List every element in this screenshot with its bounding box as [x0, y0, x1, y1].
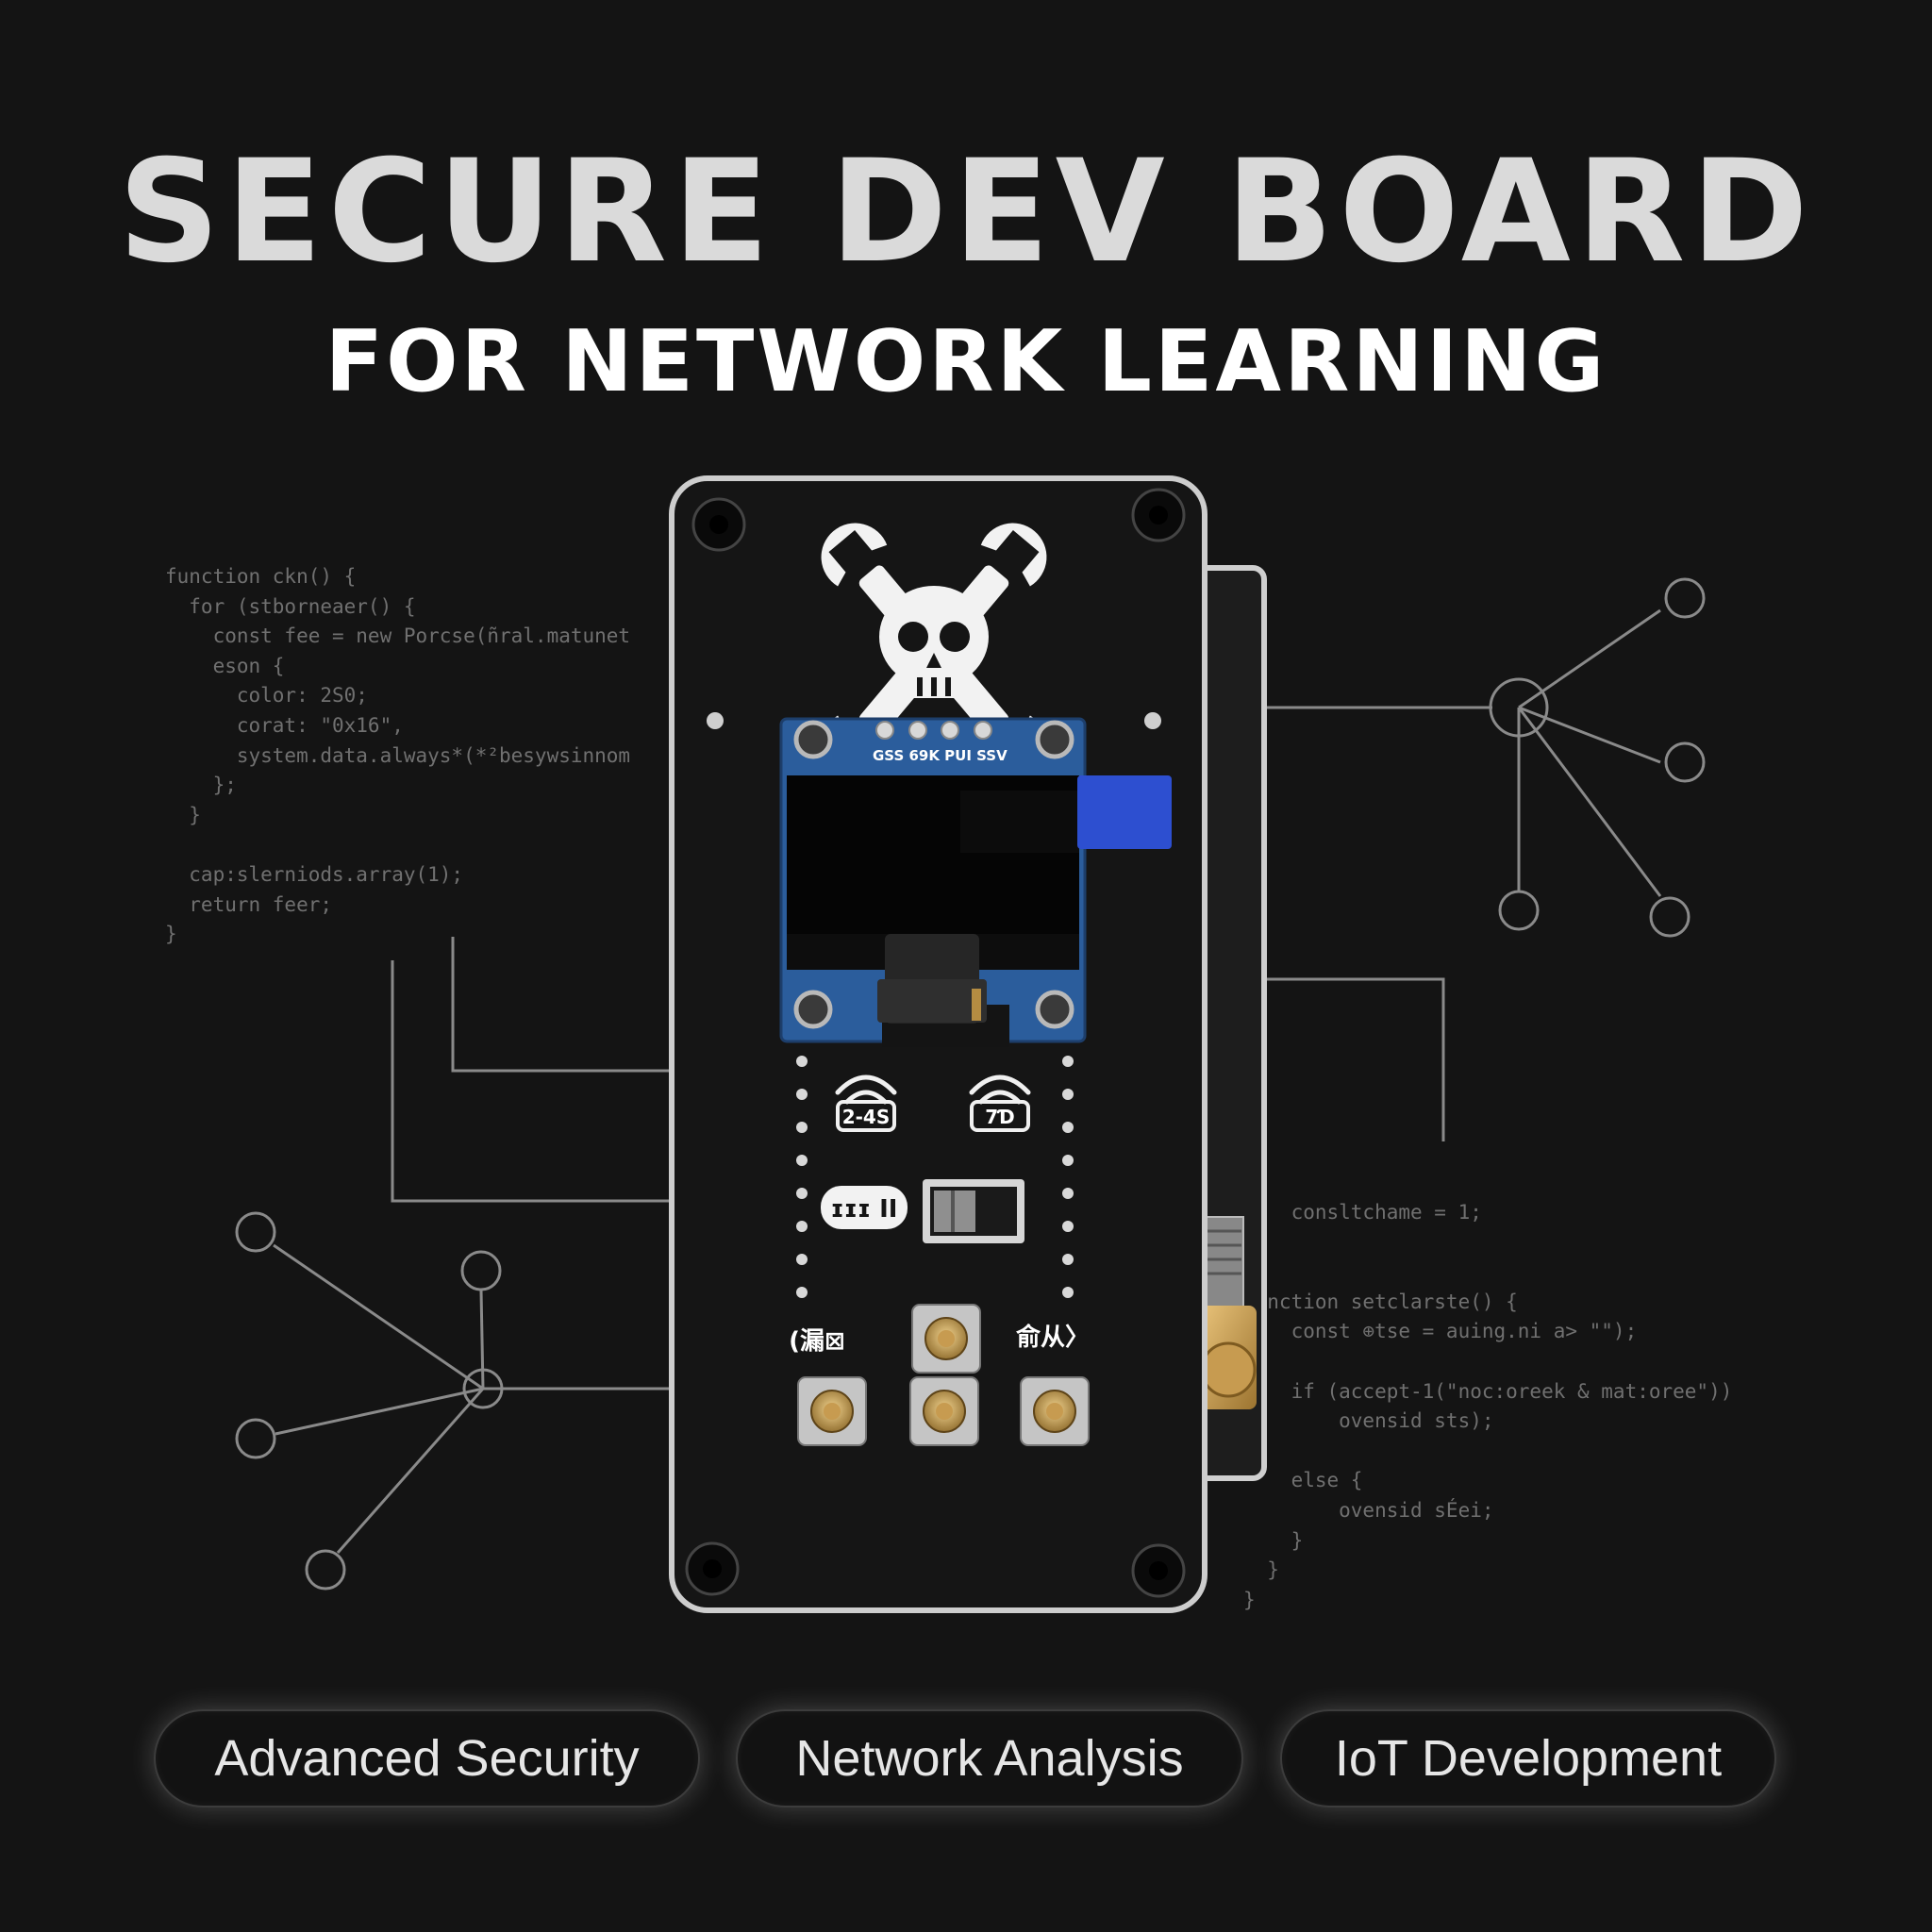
network-node	[235, 1211, 276, 1253]
code-line: ovensid sts);	[1243, 1409, 1494, 1433]
switch-label-pill	[821, 1186, 908, 1229]
code-line: corat: "0x16",	[165, 713, 404, 737]
code-line: function ckn() {	[165, 565, 357, 588]
connector-line	[451, 937, 670, 1073]
code-line: };	[165, 774, 237, 797]
network-node	[235, 1418, 276, 1459]
network-node	[1498, 890, 1540, 931]
connector-line	[1264, 977, 1445, 1141]
network-node	[460, 1250, 502, 1291]
display-pin-labels: GSS 69K PUI SSV	[873, 747, 1008, 764]
page-title: SECURE DEV BOARD	[118, 130, 1814, 294]
network-node	[1489, 677, 1549, 738]
standoff	[1144, 712, 1161, 729]
network-node	[1664, 741, 1706, 783]
code-line: cap:slerniods.array(1);	[165, 862, 464, 886]
code-line: }	[1243, 1528, 1304, 1552]
code-line: consltchame = 1;	[1243, 1201, 1482, 1224]
button-label-left: (漏⊠	[789, 1327, 845, 1356]
code-line: system.data.always*(*²besywsinnom	[165, 743, 631, 767]
standoff	[707, 712, 724, 729]
tactile-button-right[interactable]	[1020, 1376, 1090, 1446]
screw	[691, 497, 746, 552]
code-line: }	[165, 923, 177, 946]
feature-pill-advanced-security: Advanced Security	[154, 1709, 700, 1807]
tactile-button-left[interactable]	[797, 1376, 867, 1446]
code-line: function setclarste() {	[1243, 1290, 1518, 1313]
badge-right	[970, 1100, 1030, 1132]
slide-switch[interactable]	[923, 1179, 1024, 1243]
code-line: eson {	[165, 654, 285, 677]
header-pins-left	[796, 1056, 808, 1298]
feature-pill-network-analysis: Network Analysis	[736, 1709, 1243, 1807]
code-line: const fee = new Porcse(ñral.matunet	[165, 625, 631, 648]
header-pins-right	[1062, 1056, 1074, 1298]
feature-pill-iot-development: IoT Development	[1280, 1709, 1776, 1807]
network-node	[1649, 896, 1690, 938]
tactile-button-center[interactable]	[909, 1376, 979, 1446]
network-node	[305, 1549, 346, 1591]
badge-right-label: 7Ɗ	[985, 1106, 1015, 1128]
blue-tab	[1077, 775, 1172, 849]
screw	[685, 1541, 740, 1596]
connector-line	[391, 960, 670, 1203]
wifi-icon	[835, 1074, 897, 1105]
page-subtitle: FOR NETWORK LEARNING	[325, 312, 1607, 411]
code-line: const ⊕tse = auing.ni a> "");	[1243, 1320, 1638, 1343]
screw	[1131, 1543, 1186, 1598]
code-line: else {	[1243, 1469, 1363, 1492]
code-line: }	[1243, 1588, 1256, 1611]
code-line: }	[1243, 1558, 1279, 1582]
switch-label: ɪɪɪ II	[831, 1195, 898, 1224]
wifi-icon	[969, 1074, 1031, 1105]
network-node	[462, 1368, 504, 1409]
code-line: for (stborneaer() {	[165, 594, 416, 618]
badge-left	[836, 1100, 896, 1132]
code-line: return feer;	[165, 892, 333, 916]
badge-left-label: 2-4S	[842, 1106, 891, 1128]
code-line: }	[165, 803, 201, 826]
code-snippet-left: function ckn() { for (stborneaer() { con…	[165, 562, 630, 950]
screw	[1131, 488, 1186, 542]
code-snippet-right: consltchame = 1;} function setclarste() …	[1243, 1198, 1732, 1615]
code-line: ovensid sÉei;	[1243, 1498, 1494, 1522]
feature-pills: Advanced Security Network Analysis IoT D…	[0, 1709, 1932, 1807]
tactile-button-top[interactable]	[911, 1304, 981, 1374]
code-line: if (accept-1("noc:oreek & mat:oree"))	[1243, 1379, 1733, 1403]
button-label-right: 俞从〉	[1015, 1323, 1090, 1352]
code-line: color: 2S0;	[165, 684, 368, 708]
network-node	[1664, 577, 1706, 619]
